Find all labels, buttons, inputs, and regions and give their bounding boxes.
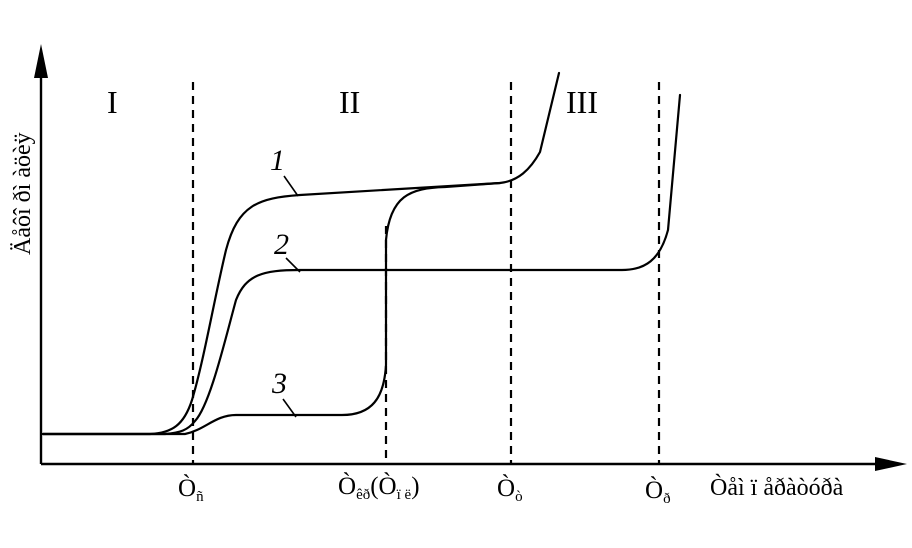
y-axis-title: Äåôî ðì àöèÿ [10,132,36,255]
curve-3 [41,181,502,436]
curve-label-1: 1 [270,144,285,177]
tick-label-tr: Òð [645,476,671,507]
x-axis-arrowhead [875,457,907,471]
region-label-viscous: III [566,84,598,120]
curve-label-2: 2 [274,228,289,261]
tick-label-tt: Òò [497,474,523,505]
curve-label-3-leader [282,398,297,418]
tick-label-tkr: Òêð(Òï ë) [338,472,420,503]
curve-2 [41,93,682,436]
y-axis-arrowhead [34,44,48,78]
region-label-rubbery: II [339,84,360,120]
curve-label-1-leader [283,175,299,197]
curve-label-2-leader [285,257,301,273]
region-label-glassy: I [107,84,118,120]
tick-label-tc: Òñ [178,474,204,505]
curve-1 [41,71,561,436]
curve-label-3: 3 [271,367,287,400]
x-axis-title: Òåì ï åðàòóðà [710,474,844,501]
